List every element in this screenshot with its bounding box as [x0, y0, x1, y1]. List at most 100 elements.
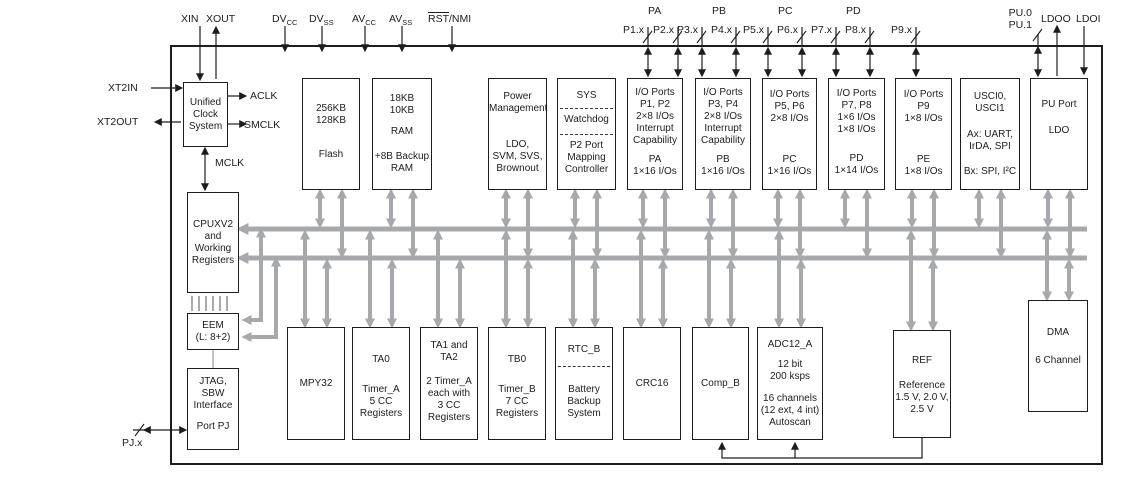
flash-name: Flash [318, 149, 344, 160]
io9-title: I/O Ports P9 1×8 I/Os [903, 89, 944, 124]
pin-label-pu0: PU.0 [1008, 7, 1032, 19]
port-group-label-pc: PC [778, 5, 793, 17]
ram-name: RAM [390, 126, 414, 137]
comp-title: Comp_B [701, 377, 740, 389]
adc-title: ADC12_A [767, 339, 813, 350]
ta0-desc: Timer_A 5 CC Registers [359, 384, 403, 419]
pin-label-xt2out: XT2OUT [97, 116, 139, 128]
pin-label-pu1: PU.1 [1008, 19, 1032, 31]
sys-divider-1 [560, 108, 613, 109]
io9-port: PE 1×8 I/Os [904, 154, 943, 177]
block-jtag-sbw: JTAG, SBW Interface Port PJ [187, 368, 239, 450]
pin-label-p4x: P4.x [710, 24, 732, 36]
block-mpy32: MPY32 [287, 327, 345, 440]
io34-port: PB 1×16 I/Os [701, 154, 745, 177]
pin-label-dvcc: DVCC [272, 13, 298, 28]
jtag-port: Port PJ [196, 421, 230, 432]
pin-label-p7x: P7.x [810, 24, 832, 36]
block-ram: 18KB 10KB RAM +8B Backup RAM [372, 78, 432, 190]
io12-title: I/O Ports P1, P2 2×8 I/Os Interrupt Capa… [633, 87, 677, 146]
clock-title: Unified Clock System [188, 96, 223, 132]
dma-title: DMA [1046, 327, 1070, 338]
sys-title: SYS [576, 90, 597, 101]
sys-watchdog: Watchdog [564, 114, 609, 125]
cpu-title: CPUXV2 and Working Registers [191, 218, 235, 266]
io34-title: I/O Ports P3, P4 2×8 I/Os Interrupt Capa… [701, 87, 745, 146]
tb0-title: TB0 [507, 354, 527, 365]
block-flash: 256KB 128KB Flash [302, 78, 360, 190]
signal-label-aclk: ACLK [250, 90, 278, 102]
pin-label-p3x: P3.x [676, 24, 698, 36]
io12-port: PA 1×16 I/Os [633, 154, 677, 177]
rtc-divider [558, 366, 610, 367]
block-crc16: CRC16 [623, 327, 681, 440]
ram-size: 18KB 10KB [389, 93, 415, 116]
block-sys: SYS Watchdog P2 Port Mapping Controller [557, 78, 616, 190]
pin-label-avcc: AVCC [352, 13, 377, 28]
block-io-ports-p3-p4: I/O Ports P3, P4 2×8 I/Os Interrupt Capa… [695, 78, 751, 190]
pin-label-rst-nmi: RST/NMI [428, 12, 472, 25]
block-dma: DMA 6 Channel [1028, 300, 1088, 412]
pin-label-dvss: DVSS [309, 13, 334, 28]
usci-title: USCI0, USCI1 [973, 91, 1007, 114]
pu-port-title: PU Port [1041, 99, 1077, 110]
block-pu-port: PU Port LDO [1030, 78, 1088, 190]
io56-port: PC 1×16 I/Os [767, 154, 812, 177]
block-usci: USCI0, USCI1 Ax: UART, IrDA, SPI Bx: SPI… [960, 78, 1020, 190]
block-tb0: TB0 Timer_B 7 CC Registers [488, 327, 546, 440]
block-adc12-a: ADC12_A 12 bit 200 ksps 16 channels (12 … [757, 327, 823, 440]
block-ta0: TA0 Timer_A 5 CC Registers [352, 327, 410, 440]
pin-label-p8x: P8.x [844, 24, 866, 36]
pu-port-ldo: LDO [1048, 125, 1070, 136]
flash-size: 256KB 128KB [315, 103, 347, 126]
adc-channels: 16 channels (12 ext, 4 int) Autoscan [760, 393, 820, 428]
pin-label-p6x: P6.x [776, 24, 798, 36]
block-io-ports-p5-p6: I/O Ports P5, P6 2×8 I/Os PC 1×16 I/Os [762, 78, 817, 190]
pin-label-ldoi: LDOI [1076, 13, 1101, 25]
rtc-title: RTC_B [567, 344, 601, 355]
tb0-desc: Timer_B 7 CC Registers [495, 384, 539, 419]
pin-label-avss: AVSS [389, 13, 413, 28]
block-ta1-ta2: TA1 and TA2 2 Timer_A each with 3 CC Reg… [420, 327, 478, 440]
crc-title: CRC16 [635, 377, 669, 389]
ram-backup: +8B Backup RAM [374, 151, 430, 174]
block-cpu: CPUXV2 and Working Registers [187, 192, 239, 293]
ta12-desc: 2 Timer_A each with 3 CC Registers [426, 376, 472, 423]
pin-label-pjx: PJ.x [122, 437, 143, 449]
sys-divider-2 [560, 134, 613, 135]
pmm-title: Power Management [489, 91, 548, 114]
pin-label-p9x: P9.x [890, 24, 912, 36]
jtag-title: JTAG, SBW Interface [193, 376, 233, 411]
mpy-title: MPY32 [299, 377, 333, 389]
block-power-management: Power Management LDO, SVM, SVS, Brownout [488, 78, 547, 190]
port-group-label-pb: PB [712, 5, 727, 17]
eem-title: EEM (L: 8+2) [195, 319, 231, 343]
adc-spec: 12 bit 200 ksps [769, 359, 811, 382]
block-comp-b: Comp_B [692, 327, 749, 440]
ref-desc: Reference 1.5 V, 2.0 V, 2.5 V [895, 380, 949, 415]
pin-label-p5x: P5.x [742, 24, 764, 36]
pin-label-p1x: P1.x [622, 24, 644, 36]
pin-label-xout: XOUT [206, 13, 236, 25]
block-io-ports-p1-p2: I/O Ports P1, P2 2×8 I/Os Interrupt Capa… [627, 78, 683, 190]
pin-label-p2x: P2.x [652, 24, 674, 36]
block-io-ports-p7-p8: I/O Ports P7, P8 1×6 I/Os 1×8 I/Os PD 1×… [828, 78, 885, 190]
port-group-label-pa: PA [648, 5, 662, 17]
io56-title: I/O Ports P5, P6 2×8 I/Os [769, 89, 810, 124]
block-io-ports-p9: I/O Ports P9 1×8 I/Os PE 1×8 I/Os [895, 78, 952, 190]
block-eem: EEM (L: 8+2) [187, 313, 239, 350]
io78-title: I/O Ports P7, P8 1×6 I/Os 1×8 I/Os [836, 88, 877, 135]
ta12-title: TA1 and TA2 [430, 340, 468, 363]
port-group-label-pd: PD [846, 5, 861, 17]
chip-boundary [170, 45, 1103, 465]
dma-desc: 6 Channel [1035, 355, 1081, 366]
signal-label-mclk: MCLK [215, 157, 245, 169]
signal-label-smclk: SMCLK [244, 119, 281, 131]
sys-portmap: P2 Port Mapping Controller [564, 140, 609, 175]
io78-port: PD 1×14 I/Os [834, 153, 879, 176]
pmm-features: LDO, SVM, SVS, Brownout [492, 139, 543, 174]
rtc-desc: Battery Backup System [567, 384, 601, 419]
block-unified-clock-system: Unified Clock System [183, 82, 228, 147]
pin-label-xin: XIN [181, 13, 199, 25]
